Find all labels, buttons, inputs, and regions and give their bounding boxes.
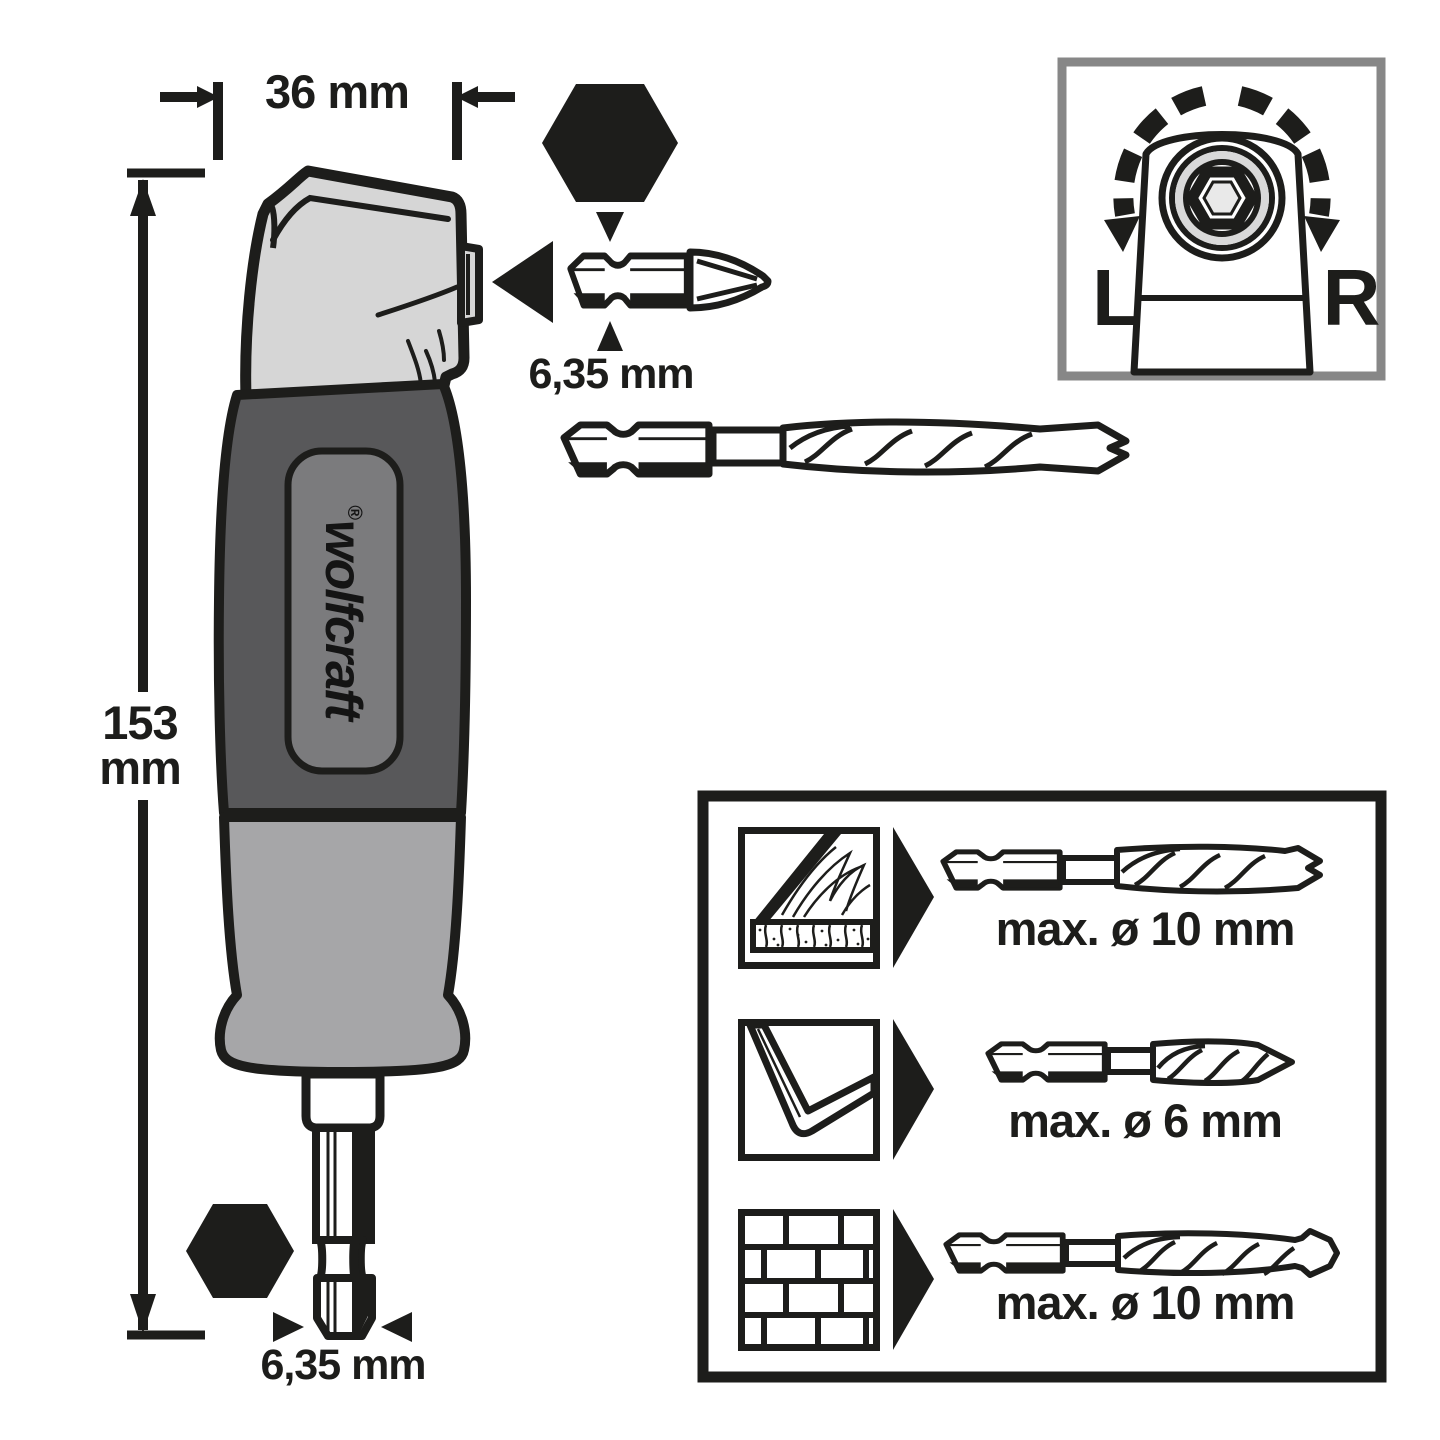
size-arrows-bottom [273, 1312, 412, 1342]
width-dimension-label: 36 mm [265, 65, 410, 118]
hex-icon-top [542, 84, 678, 202]
masonry-drill-bit-row [946, 1228, 1340, 1278]
arrow-right-icon [893, 827, 934, 968]
hex-size-label-bottom: 6,35 mm [260, 1341, 426, 1389]
height-value: 153 [102, 696, 178, 749]
dimension-width-36mm [160, 82, 515, 160]
metal-drill-bit-row [988, 1038, 1295, 1086]
socket-top-view [1158, 134, 1286, 262]
wood-drill-bit-row [943, 843, 1323, 895]
max-diameter-masonry-label: max. ø 10 mm [995, 1276, 1296, 1329]
height-unit: mm [99, 741, 182, 794]
max-diameter-wood-label: max. ø 10 mm [995, 902, 1296, 955]
brand-name: wolfcraft [314, 520, 372, 719]
adapter-grip [214, 812, 471, 1077]
arrow-left-icon [492, 241, 553, 323]
arrow-right-icon [893, 1209, 934, 1350]
hex-size-label-top: 6,35 mm [528, 350, 694, 398]
registered-trademark-icon: ® [343, 505, 365, 521]
phillips-bit [570, 248, 772, 312]
chuck-collar [301, 1069, 385, 1133]
brand-logo: ®wolfcraft [313, 462, 373, 762]
rotation-right-label: R [1322, 253, 1381, 342]
hex-shank [312, 1124, 376, 1340]
materials-box [697, 790, 1387, 1383]
masonry-material-icon [738, 1209, 880, 1351]
arrow-right-icon [893, 1019, 934, 1160]
height-dimension-label: 153 mm [70, 696, 210, 794]
wood-drill-bit-large [564, 418, 1130, 474]
rotation-left-label: L [1092, 253, 1141, 342]
sheet-metal-material-icon [738, 1019, 880, 1161]
arrow-down-icon [596, 212, 624, 242]
max-diameter-metal-label: max. ø 6 mm [1008, 1094, 1283, 1147]
hex-icon-bottom [186, 1204, 294, 1298]
rotation-direction-box [1057, 57, 1386, 381]
arrow-up-icon [597, 321, 623, 351]
bit-insert-diagram [492, 84, 772, 351]
brand-panel [284, 447, 404, 775]
rotation-arrows [1113, 86, 1331, 217]
angle-adapter [213, 165, 483, 1340]
wood-material-icon [738, 827, 880, 969]
dimension-height-153mm [127, 168, 205, 1340]
